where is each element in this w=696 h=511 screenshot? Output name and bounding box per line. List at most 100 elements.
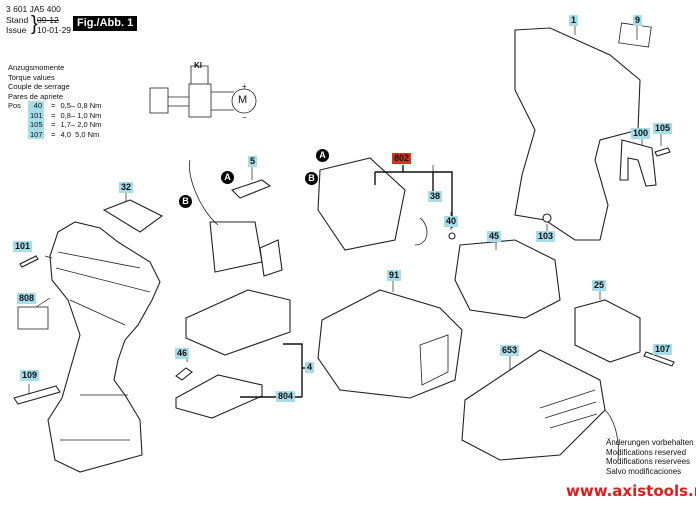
note-en: Modifications reserved: [606, 447, 687, 457]
label-808: [17, 306, 49, 330]
connector-a-icon: A: [221, 171, 234, 184]
stand-label: Stand: [6, 15, 29, 25]
switch-symbol: Kl: [194, 61, 202, 70]
connector-a-icon: A: [316, 149, 329, 162]
callout-808: 808: [17, 293, 37, 304]
callout-804: 804: [276, 391, 296, 402]
switch-loop: [190, 65, 209, 84]
torque-title-es: Pares de apriete: [8, 91, 64, 101]
callout-46: 46: [175, 348, 190, 359]
torque-min: 4,0: [60, 129, 71, 139]
callout-101: 101: [13, 241, 33, 252]
battery-91: [317, 289, 463, 399]
housing-left: [47, 221, 161, 473]
nut-103: [542, 213, 552, 223]
torque-pos: 40: [28, 101, 44, 111]
issue-label: Issue: [6, 25, 27, 35]
screw-40: [448, 232, 456, 240]
website-link[interactable]: www.axistools.ru: [566, 482, 696, 500]
callout-40: 40: [444, 216, 459, 227]
callout-45: 45: [487, 231, 502, 242]
callout-100: 100: [631, 128, 651, 139]
connector-b-icon: B: [305, 172, 318, 185]
stand-value: 09-12: [37, 15, 59, 25]
charger-653: [461, 349, 606, 461]
bracket-38: [414, 217, 428, 246]
torque-pos: 107: [28, 129, 44, 139]
plate-804: [175, 374, 263, 419]
clip-100: [619, 139, 657, 187]
torque-max: 5,0 Nm: [75, 129, 100, 139]
screw-101: [19, 255, 39, 268]
modification-notes: Änderungen vorbehalten Modifications res…: [606, 438, 694, 476]
screw-105: [654, 147, 671, 157]
callout-4: 4: [305, 362, 315, 373]
part-number: 3 601 JA5 400: [6, 4, 61, 14]
motor-label: M: [238, 94, 248, 106]
base-plate: [185, 289, 291, 356]
callout-91: 91: [387, 270, 402, 281]
torque-min: 0,8: [60, 110, 71, 120]
torque-pos: 101: [28, 110, 44, 120]
callout-109: 109: [20, 370, 40, 381]
switch-block: [188, 83, 212, 118]
pos-label: Pos: [8, 101, 21, 110]
torque-table: Anzugsmomente Torque values Couple de se…: [8, 63, 101, 139]
equals: =: [51, 110, 56, 120]
callout-9: 9: [633, 15, 643, 26]
switch-module: [209, 221, 263, 273]
callout-25: 25: [592, 280, 607, 291]
callout-1: 1: [569, 15, 579, 26]
screw-107: [643, 351, 675, 367]
chuck-25: [574, 299, 641, 363]
torque-title-en: Torque values: [8, 72, 55, 82]
equals: =: [51, 120, 56, 129]
torque-min: 1,7: [60, 120, 71, 129]
connector-b-icon: B: [179, 195, 192, 208]
brace-icon: }: [31, 13, 38, 35]
motor-symbol: [231, 88, 257, 114]
torque-title-fr: Couple de serrage: [8, 82, 70, 91]
torque-row: 101 =0,8– 1,0 Nm: [28, 110, 102, 120]
torque-max: 2,0 Nm: [77, 120, 102, 129]
callout-653: 653: [500, 345, 520, 356]
wires: [168, 91, 234, 111]
note-es: Salvo modificaciones: [606, 466, 682, 476]
torque-row: 107 = 4,0 5,0 Nm: [8, 129, 101, 139]
equals: =: [51, 101, 56, 110]
part-5: [230, 179, 272, 199]
wiring-schematic: [149, 65, 257, 118]
callout-32: 32: [119, 182, 134, 193]
figure-label: Fig./Abb. 1: [73, 16, 138, 31]
callout-38: 38: [428, 191, 443, 202]
torque-max: 0,8 Nm: [77, 101, 102, 110]
cable: [188, 159, 219, 226]
note-fr: Modifications reservees: [606, 457, 691, 466]
leader-lines: [28, 25, 664, 398]
motor-802: [317, 157, 406, 251]
issue-value: 10-01-29: [37, 25, 72, 35]
spring-46: [175, 367, 193, 381]
cover-32: [102, 199, 164, 233]
note-de: Änderungen vorbehalten: [606, 438, 694, 447]
battery-block: [149, 87, 169, 114]
minus-sign: −: [242, 113, 247, 122]
housing-right: [514, 27, 641, 241]
equals: =: [51, 129, 56, 139]
callout-107: 107: [653, 344, 673, 355]
callout-5: 5: [248, 156, 258, 167]
torque-pos: 105: [28, 120, 44, 130]
torque-row: 105 =1,7– 2,0 Nm: [28, 120, 102, 130]
callout-103: 103: [536, 231, 556, 242]
label-9: [618, 22, 652, 48]
bit-109: [13, 385, 61, 405]
trigger: [259, 239, 283, 277]
torque-max: 1,0 Nm: [77, 110, 102, 120]
torque-min: 0,5: [60, 101, 71, 110]
callout-105: 105: [653, 123, 673, 134]
torque-title-de: Anzugsmomente: [8, 63, 65, 72]
bracket-802: [374, 165, 453, 228]
gearbox-45: [454, 239, 561, 319]
